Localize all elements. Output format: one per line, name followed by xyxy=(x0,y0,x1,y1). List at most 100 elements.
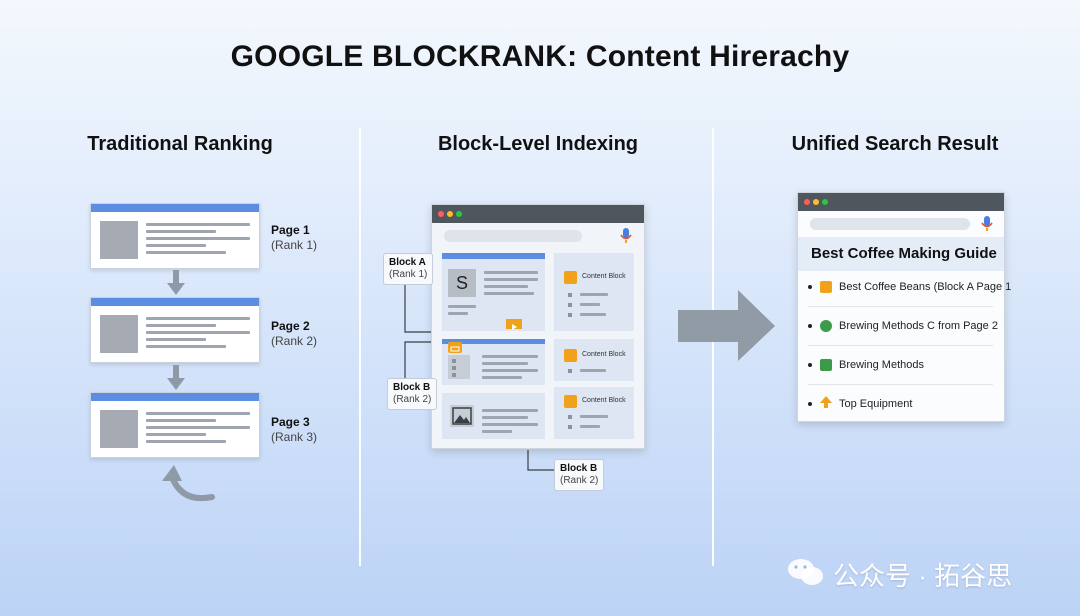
chat-bubble-icon xyxy=(448,342,462,353)
result-item-1[interactable]: Best Coffee Beans (Block A Page 1 xyxy=(839,281,1012,293)
text-line xyxy=(146,419,216,422)
page-card-2 xyxy=(90,297,260,363)
text-line xyxy=(580,415,608,418)
text-line xyxy=(482,430,512,433)
text-line xyxy=(484,278,538,281)
bullet xyxy=(568,415,572,419)
minimize-dot-icon xyxy=(813,199,819,205)
block-rank: (Rank 1) xyxy=(389,269,428,280)
result-item-2[interactable]: Brewing Methods C from Page 2 xyxy=(839,320,998,332)
close-dot-icon xyxy=(438,211,444,217)
bullet xyxy=(452,366,456,370)
content-block-icon xyxy=(564,349,577,362)
result-item-4[interactable]: Top Equipment xyxy=(839,398,913,410)
block-label-a: Block A (Rank 1) xyxy=(383,253,434,285)
text-line xyxy=(146,440,226,443)
page-thumbnail xyxy=(100,410,138,448)
text-line xyxy=(580,303,600,306)
result-item-3[interactable]: Brewing Methods xyxy=(839,359,924,371)
block-header-bar xyxy=(442,253,545,259)
column-title-unified: Unified Search Result xyxy=(791,133,999,155)
result-bullet xyxy=(808,285,812,289)
page-name: Page 1 xyxy=(271,223,310,237)
bullet xyxy=(568,425,572,429)
text-line xyxy=(482,423,538,426)
mic-icon xyxy=(981,216,993,231)
minimize-dot-icon xyxy=(447,211,453,217)
browser-titlebar xyxy=(798,193,1004,211)
page-card-header-bar xyxy=(91,393,259,401)
text-line xyxy=(580,313,606,316)
text-line xyxy=(146,324,216,327)
column-title-traditional: Traditional Ranking xyxy=(87,133,273,155)
content-block-3: Content Block xyxy=(554,387,634,439)
page-label-3: Page 3 (Rank 3) xyxy=(271,415,317,445)
close-dot-icon xyxy=(804,199,810,205)
text-line xyxy=(482,416,528,419)
block-label-b-bottom: Block B (Rank 2) xyxy=(554,459,605,491)
image-block xyxy=(442,393,545,439)
block-name: Block A xyxy=(389,257,426,268)
page-rank: (Rank 3) xyxy=(271,430,318,444)
block-rank: (Rank 2) xyxy=(560,475,599,486)
browser-titlebar xyxy=(432,205,644,223)
page-name: Page 2 xyxy=(271,319,310,333)
result-browser-window: Best Coffee Making Guide xyxy=(797,192,1005,422)
text-line xyxy=(580,369,606,372)
content-block-label: Content Block xyxy=(582,273,626,280)
text-line xyxy=(482,355,538,358)
curved-return-arrow-icon xyxy=(162,465,215,501)
mic-icon xyxy=(620,228,632,243)
block-rank: (Rank 2) xyxy=(393,394,432,405)
page-rank: (Rank 2) xyxy=(271,334,318,348)
page-card-header-bar xyxy=(91,298,259,306)
text-line xyxy=(146,244,206,247)
result-bullet xyxy=(808,324,812,328)
content-block-icon xyxy=(564,395,577,408)
bullet xyxy=(568,369,572,373)
column-title-block-level: Block-Level Indexing xyxy=(437,133,639,155)
block-label-b-left: Block B (Rank 2) xyxy=(387,378,438,410)
page-thumbnail xyxy=(100,221,138,259)
text-line xyxy=(146,317,250,320)
page-card-1 xyxy=(90,203,260,269)
result-bullet xyxy=(808,363,812,367)
page-label-1: Page 1 (Rank 1) xyxy=(271,223,317,253)
page-rank: (Rank 1) xyxy=(271,238,318,252)
text-line xyxy=(146,223,250,226)
text-line xyxy=(484,292,534,295)
page-title: GOOGLE BLOCKRANK: Content Hirerachy xyxy=(230,40,850,73)
url-bar xyxy=(444,230,582,242)
wechat-icon xyxy=(788,559,823,585)
text-line xyxy=(146,426,250,429)
block-connector-lines xyxy=(404,284,555,471)
bullet xyxy=(568,303,572,307)
down-arrow-icon xyxy=(167,270,185,295)
result-bullet xyxy=(808,402,812,406)
arrow-up-icon xyxy=(820,396,832,408)
text-line xyxy=(146,412,250,415)
s-glyph: S xyxy=(448,269,476,297)
content-block-label: Content Block xyxy=(582,397,626,404)
text-line xyxy=(484,271,538,274)
maximize-dot-icon xyxy=(822,199,828,205)
content-block-1: Content Block xyxy=(554,253,634,331)
maximize-dot-icon xyxy=(456,211,462,217)
indexing-browser-window: S Conte xyxy=(431,204,645,449)
page-thumbnail xyxy=(100,315,138,353)
text-line xyxy=(146,251,226,254)
bullet xyxy=(568,293,572,297)
content-block-icon xyxy=(564,271,577,284)
block-a: S xyxy=(442,253,545,331)
page-label-2: Page 2 (Rank 2) xyxy=(271,319,317,349)
text-line xyxy=(146,345,226,348)
url-bar xyxy=(810,218,970,230)
block-name: Block B xyxy=(560,463,598,474)
text-line xyxy=(482,362,528,365)
page-card-3 xyxy=(90,392,260,458)
play-button-icon xyxy=(506,319,522,330)
list-icon xyxy=(820,320,832,332)
result-separator xyxy=(808,306,993,307)
result-separator xyxy=(808,345,993,346)
coffee-cup-icon xyxy=(820,281,832,293)
